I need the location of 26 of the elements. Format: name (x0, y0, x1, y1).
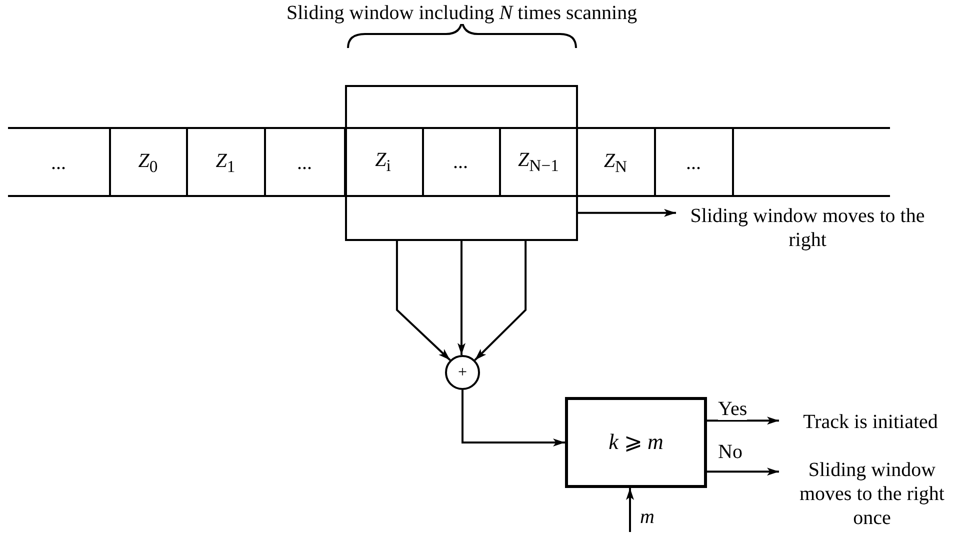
arrow (458, 241, 466, 355)
arrow (626, 488, 634, 532)
outcome-text: Sliding window moves to the right once (798, 458, 946, 530)
cell-label: ... (453, 150, 468, 174)
arrow (396, 241, 451, 361)
cell-label: ... (51, 150, 66, 174)
cell-label: ... (297, 150, 312, 174)
outcome-text: Track is initiated (803, 410, 938, 434)
cell-label: Z$_{N−1}$ (518, 148, 559, 176)
arrow (474, 241, 527, 361)
plus-sign: + (458, 362, 468, 382)
arrow (707, 416, 779, 425)
summation-circle (445, 355, 480, 390)
cell-label: Z$_{1}$ (216, 148, 236, 176)
window-caption: Sliding window including N times scanning (286, 2, 638, 24)
arrow (462, 390, 565, 446)
cell-label: ... (686, 150, 701, 174)
outcome-text: Sliding window moves to the right (689, 204, 926, 252)
arrow (707, 468, 779, 476)
arrow (578, 208, 676, 217)
cell-label: Z$_{0}$ (138, 148, 158, 176)
cell-label: Z$_{N}$ (604, 148, 628, 176)
decision-box (565, 397, 707, 488)
sliding-window-box (345, 85, 578, 241)
cell-label: Z$_{i}$ (375, 148, 391, 176)
condition-text: k ⩾ m (608, 429, 664, 456)
